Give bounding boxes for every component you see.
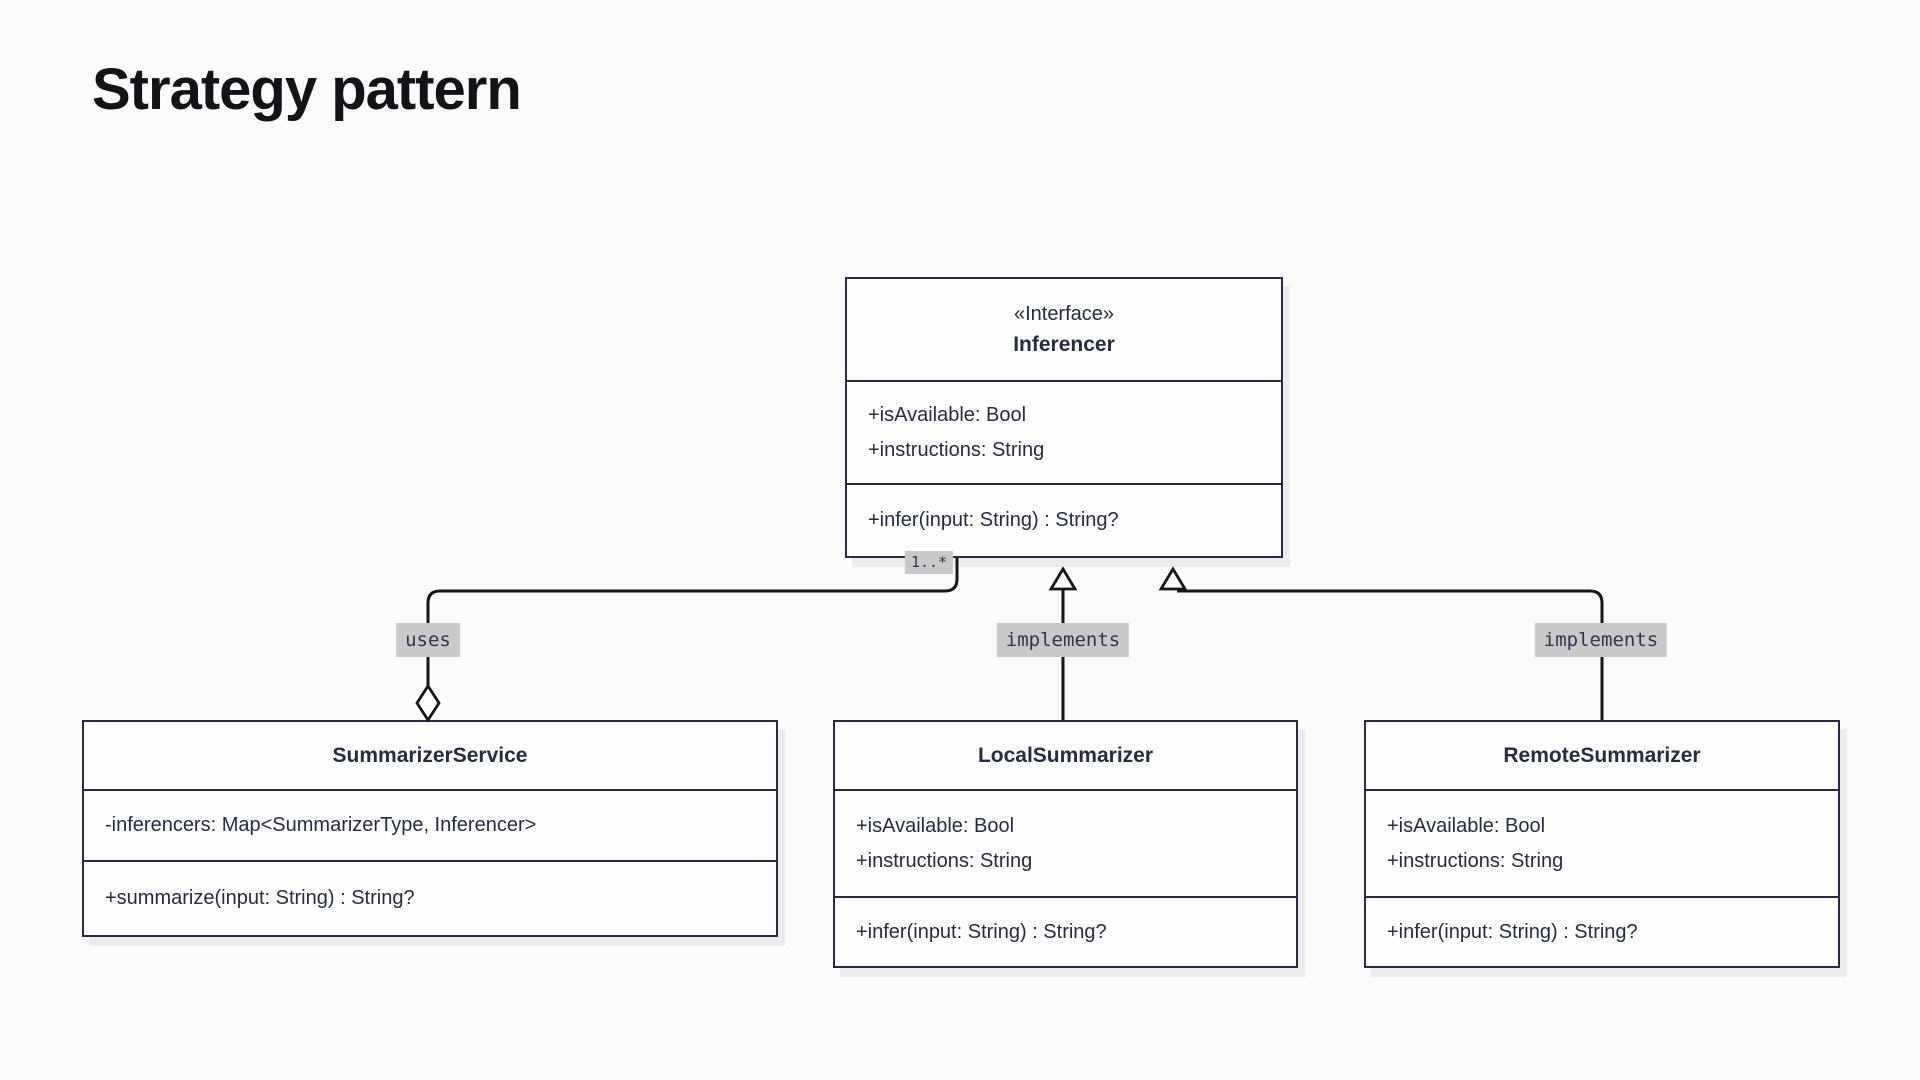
methods-section-inferencer: +infer(input: String) : String? <box>847 485 1281 556</box>
attributes-section-local-summarizer: +isAvailable: Bool +instructions: String <box>835 791 1296 898</box>
attribute-line: -inferencers: Map<SummarizerType, Infere… <box>105 814 537 836</box>
attribute-line: +instructions: String <box>856 849 1033 872</box>
methods-section-summarizer-service: +summarize(input: String) : String? <box>84 862 776 935</box>
class-box-inferencer: «Interface» Inferencer +isAvailable: Boo… <box>845 277 1283 558</box>
class-header-inferencer: «Interface» Inferencer <box>847 279 1281 382</box>
method-line: +infer(input: String) : String? <box>1387 920 1638 943</box>
implements-local-edge-label: implements <box>996 623 1130 657</box>
class-name-summarizer-service: SummarizerService <box>332 744 528 767</box>
class-name-local-summarizer: LocalSummarizer <box>977 744 1154 767</box>
multiplicity-label: 1..* <box>904 551 954 574</box>
methods-section-remote-summarizer: +infer(input: String) : String? <box>1366 898 1838 966</box>
attributes-section-remote-summarizer: +isAvailable: Bool +instructions: String <box>1366 791 1838 898</box>
method-line: +infer(input: String) : String? <box>868 509 1119 531</box>
class-header-remote-summarizer: RemoteSummarizer <box>1366 722 1838 791</box>
attribute-line: +isAvailable: Bool <box>868 403 1027 426</box>
implements-arrow-local-icon <box>1048 566 1078 591</box>
class-box-local-summarizer: LocalSummarizer +isAvailable: Bool +inst… <box>833 720 1298 968</box>
implements-remote-edge-label: implements <box>1534 623 1668 657</box>
class-name-remote-summarizer: RemoteSummarizer <box>1503 744 1701 767</box>
attributes-section-inferencer: +isAvailable: Bool +instructions: String <box>847 382 1281 485</box>
stereotype-label: «Interface» <box>1013 303 1115 325</box>
class-header-summarizer-service: SummarizerService <box>84 722 776 791</box>
attribute-line: +isAvailable: Bool <box>856 814 1015 837</box>
aggregation-diamond-icon <box>415 683 441 723</box>
class-name-inferencer: Inferencer <box>1013 333 1115 356</box>
uses-connector-line <box>426 558 959 687</box>
methods-section-local-summarizer: +infer(input: String) : String? <box>835 898 1296 966</box>
attributes-section-summarizer-service: -inferencers: Map<SummarizerType, Infere… <box>84 791 776 862</box>
class-header-local-summarizer: LocalSummarizer <box>835 722 1296 791</box>
uses-edge-label: uses <box>396 623 460 657</box>
page-title: Strategy pattern <box>92 57 522 122</box>
attribute-line: +isAvailable: Bool <box>1387 814 1546 837</box>
method-line: +summarize(input: String) : String? <box>105 887 415 909</box>
attribute-line: +instructions: String <box>868 438 1045 461</box>
attribute-line: +instructions: String <box>1387 849 1564 872</box>
class-box-summarizer-service: SummarizerService -inferencers: Map<Summ… <box>82 720 778 937</box>
class-box-remote-summarizer: RemoteSummarizer +isAvailable: Bool +ins… <box>1364 720 1840 968</box>
implements-arrow-remote-icon <box>1158 566 1188 591</box>
method-line: +infer(input: String) : String? <box>856 920 1107 943</box>
